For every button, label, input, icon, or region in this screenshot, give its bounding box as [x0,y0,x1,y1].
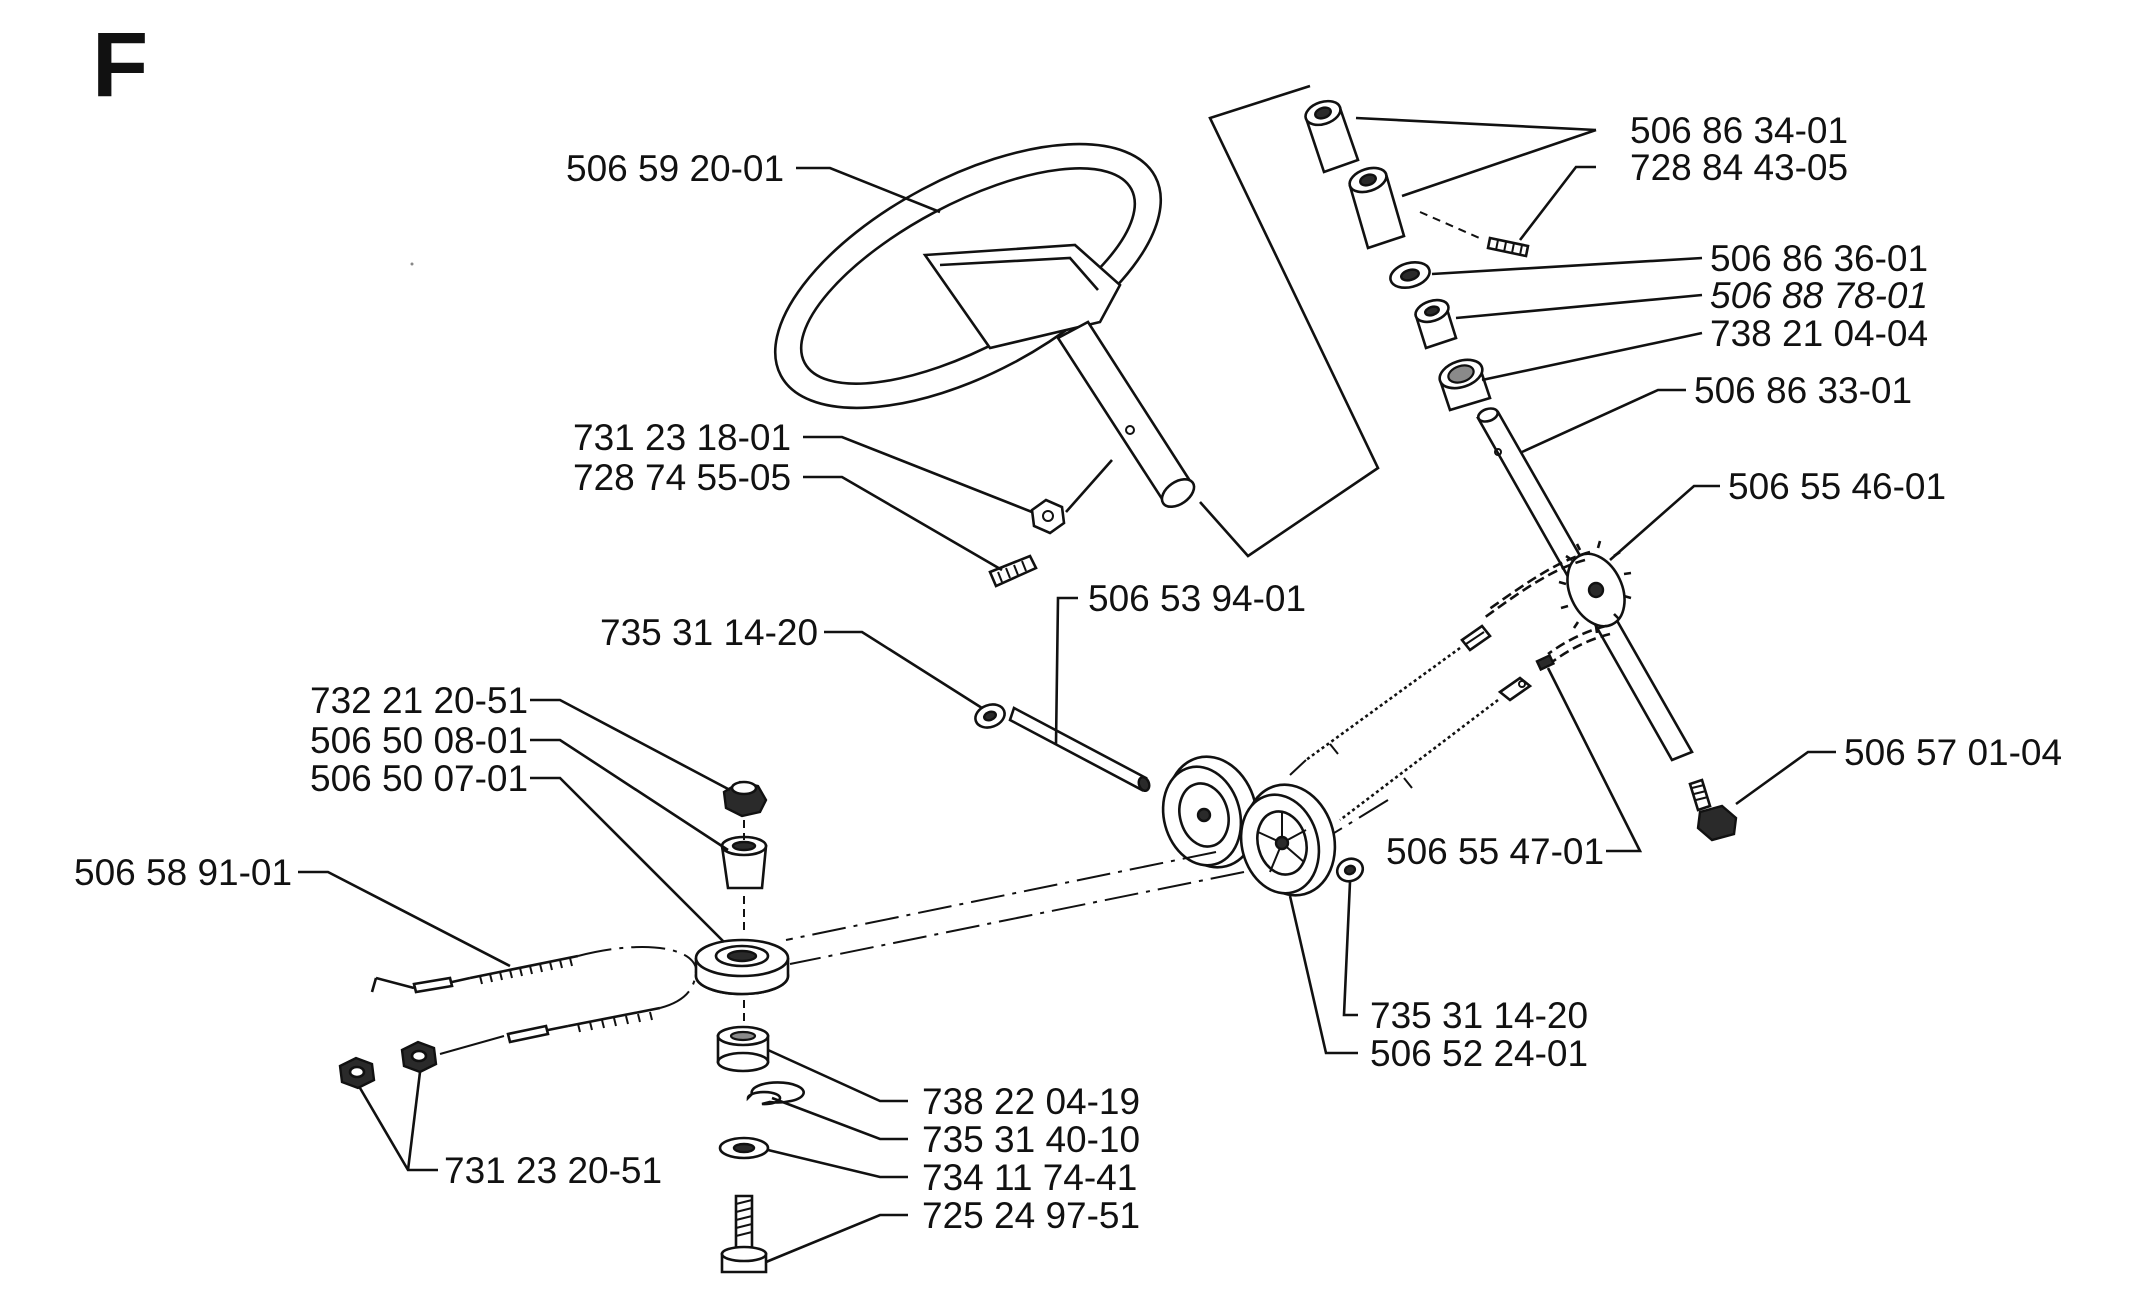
scan-dot [410,262,414,266]
label-lock-washer-left[interactable]: 735 31 14-20 [600,612,818,653]
section-letter: F [92,14,148,116]
label-sprocket-chain[interactable]: 506 55 46-01 [1728,466,1946,507]
chain-link-drawing[interactable] [1535,653,1556,672]
label-pulley-shaft[interactable]: 506 53 94-01 [1088,578,1306,619]
cable-end-upper[interactable] [1460,624,1492,652]
label-cable-nuts[interactable]: 731 23 20-51 [444,1150,662,1191]
cable-drawing[interactable] [370,946,697,1044]
label-bushing-lower[interactable]: 506 88 78-01 [1710,275,1928,316]
label-nut-pulley[interactable]: 732 21 20-51 [310,680,528,721]
cable-nut-left[interactable] [338,1056,376,1090]
cable-nut-right[interactable] [400,1040,438,1074]
cable-end-lower[interactable] [1497,676,1533,702]
label-double-pulley[interactable]: 506 52 24-01 [1370,1033,1588,1074]
bushing-second-drawing[interactable] [1347,164,1406,250]
label-cable[interactable]: 506 58 91-01 [74,852,292,893]
label-washer-lower[interactable]: 734 11 74-41 [922,1157,1137,1198]
label-spacer-pulley[interactable]: 506 50 08-01 [310,720,528,761]
bearing-lower-drawing[interactable] [716,1025,770,1073]
label-steering-wheel[interactable]: 506 59 20-01 [566,148,784,189]
label-washer-upper[interactable]: 506 86 36-01 [1710,238,1928,279]
bushing-lower-drawing[interactable] [1413,296,1458,350]
label-steering-shaft[interactable]: 506 86 33-01 [1694,370,1912,411]
steering-wheel-drawing[interactable] [735,90,1201,512]
lock-washer-right-drawing[interactable] [1334,855,1366,885]
bushing-top-drawing[interactable] [1302,97,1360,174]
sprocket-drawing[interactable] [1556,540,1635,635]
spacer-pulley-drawing[interactable] [720,835,768,890]
bolt-lower-drawing[interactable] [720,1194,768,1274]
steering-pin[interactable] [988,554,1038,588]
washer-upper-drawing[interactable] [1388,258,1433,292]
label-pin-steering[interactable]: 728 74 55-05 [573,457,791,498]
chain-drawing[interactable] [1483,550,1611,664]
label-nut-steering[interactable]: 731 23 18-01 [573,417,791,458]
label-chain-link[interactable]: 506 55 47-01 [1386,831,1604,872]
label-bearing-upper[interactable]: 738 21 04-04 [1710,313,1928,354]
leader-lines [298,116,1836,1264]
set-screw-drawing[interactable] [1486,236,1530,258]
lock-washer-left-drawing[interactable] [972,701,1008,732]
steering-nut[interactable] [1030,498,1066,535]
label-pulley-upper[interactable]: 506 50 07-01 [310,758,528,799]
bearing-upper-drawing[interactable] [1436,355,1492,412]
label-bolt-shaft-end[interactable]: 506 57 01-04 [1844,732,2062,773]
label-circlip[interactable]: 735 31 40-10 [922,1119,1140,1160]
nut-pulley-drawing[interactable] [722,780,768,818]
circlip-drawing[interactable] [746,1081,805,1106]
label-bushing-top[interactable]: 506 86 34-01 [1630,110,1848,151]
shaft-bolt-drawing[interactable] [1688,778,1738,842]
washer-lower-drawing[interactable] [718,1136,770,1160]
label-bearing-lower[interactable]: 738 22 04-19 [922,1081,1140,1122]
pulley-upper-drawing[interactable] [694,938,790,996]
label-lock-washer-right[interactable]: 735 31 14-20 [1370,995,1588,1036]
pulley-shaft-drawing[interactable] [1008,706,1151,792]
label-bolt-lower[interactable]: 725 24 97-51 [922,1195,1140,1236]
label-set-screw[interactable]: 728 84 43-05 [1630,147,1848,188]
double-pulley-drawing[interactable] [1152,747,1347,906]
